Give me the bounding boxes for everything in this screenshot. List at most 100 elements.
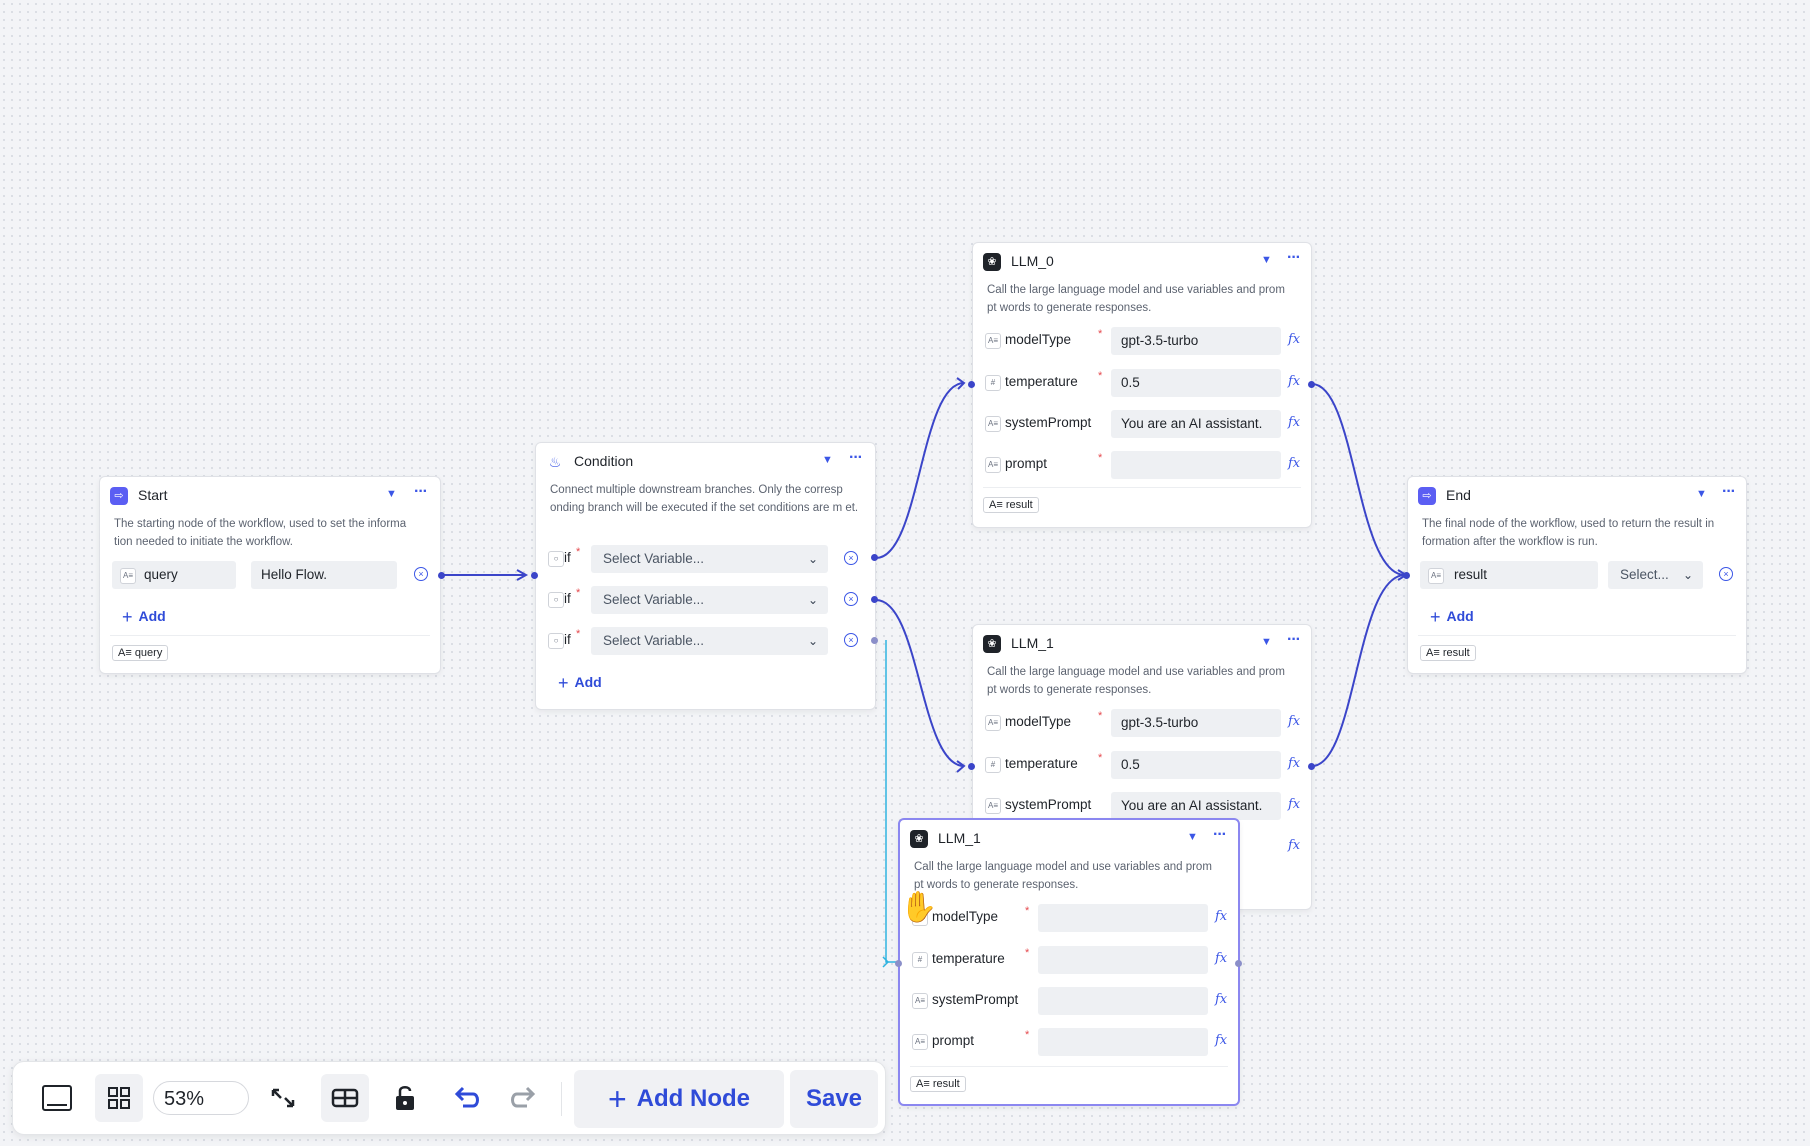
minimap-button[interactable] [33,1074,81,1122]
lock-button[interactable] [381,1074,429,1122]
required-mark: * [576,546,581,558]
required-mark: * [1098,370,1103,382]
grid-toggle-button[interactable] [321,1074,369,1122]
function-icon[interactable]: fx [1215,992,1228,1007]
collapse-chevron-icon[interactable]: ▼ [386,488,397,500]
end-node-header[interactable]: ⇨ End ▼ ··· [1408,477,1746,513]
output-handle[interactable] [438,572,445,579]
param-value-input[interactable] [1038,946,1208,974]
plus-icon: + [607,1081,627,1117]
remove-condition-icon[interactable]: × [844,633,858,647]
param-value-input[interactable]: 0.5 [1111,751,1281,779]
param-value-input[interactable]: Hello Flow. [251,561,397,589]
collapse-chevron-icon[interactable]: ▼ [1696,488,1707,500]
collapse-chevron-icon[interactable]: ▼ [1261,636,1272,648]
condition-label: if [564,632,571,647]
function-icon[interactable]: fx [1288,797,1301,812]
add-node-button[interactable]: +Add Node [574,1070,784,1128]
condition-node[interactable]: ♨ Condition ▼ ··· Connect multiple downs… [531,442,878,710]
param-value-input[interactable]: gpt-3.5-turbo [1111,327,1281,355]
auto-layout-button[interactable] [95,1074,143,1122]
divider [910,1066,1228,1067]
input-handle[interactable] [895,960,902,967]
redo-button[interactable] [501,1074,549,1122]
variable-select[interactable]: Select Variable...⌄ [591,586,828,614]
llm1-copy-node[interactable]: ❀ LLM_1 ▼ ··· Call the large language mo… [895,818,1242,1106]
function-icon[interactable]: fx [1215,1033,1228,1048]
param-value-input[interactable]: gpt-3.5-turbo [1111,709,1281,737]
remove-param-icon[interactable]: × [414,567,428,581]
add-param-button[interactable]: +Add [122,607,166,627]
more-icon[interactable]: ··· [1287,249,1301,266]
branch-handle-icon: ○ [548,592,564,608]
branch-handle[interactable] [871,554,878,561]
llm0-node[interactable]: ❀ LLM_0 ▼ ··· Call the large language mo… [968,242,1315,528]
param-value-input[interactable] [1038,904,1208,932]
function-icon[interactable]: fx [1288,838,1301,853]
node-description: Call the large language model and use va… [987,284,1285,314]
llm1-node-header[interactable]: ❀ LLM_1 ▼ ··· [973,625,1311,661]
function-icon[interactable]: fx [1288,332,1301,347]
param-name-input[interactable]: A≡ query [112,561,236,589]
param-row: A≡ systemPrompt You are an AI assistant.… [981,408,1303,438]
input-handle[interactable] [968,381,975,388]
input-handle[interactable] [968,763,975,770]
llm-icon: ❀ [983,635,1001,653]
fit-view-button[interactable] [259,1074,307,1122]
branch-icon: ♨ [548,454,562,470]
remove-condition-icon[interactable]: × [844,551,858,565]
more-icon[interactable]: ··· [849,449,863,466]
param-value-input[interactable]: You are an AI assistant. [1111,410,1281,438]
input-handle[interactable] [1403,572,1410,579]
param-value-input[interactable] [1038,1028,1208,1056]
string-type-icon: A≡ [985,715,1001,731]
collapse-chevron-icon[interactable]: ▼ [1261,254,1272,266]
remove-condition-icon[interactable]: × [844,592,858,606]
output-handle[interactable] [1235,960,1242,967]
function-icon[interactable]: fx [1288,456,1301,471]
branch-handle[interactable] [871,596,878,603]
param-label: prompt [932,1033,975,1048]
remove-param-icon[interactable]: × [1719,567,1733,581]
function-icon[interactable]: fx [1215,951,1228,966]
param-label: modelType [932,909,999,924]
collapse-chevron-icon[interactable]: ▼ [1187,831,1198,843]
save-button[interactable]: Save [790,1070,878,1128]
variable-select[interactable]: Select Variable...⌄ [591,627,828,655]
undo-button[interactable] [441,1074,489,1122]
function-icon[interactable]: fx [1215,909,1228,924]
more-icon[interactable]: ··· [1287,631,1301,648]
start-node[interactable]: ⇨ Start ▼ ··· The starting node of the w… [99,476,445,674]
llm1-copy-node-header[interactable]: ❀ LLM_1 ▼ ··· [900,820,1238,856]
more-icon[interactable]: ··· [1213,826,1227,843]
param-value-input[interactable] [1111,451,1281,479]
llm0-node-header[interactable]: ❀ LLM_0 ▼ ··· [973,243,1311,279]
variable-select[interactable]: Select Variable...⌄ [591,545,828,573]
add-condition-button[interactable]: +Add [558,673,602,693]
more-icon[interactable]: ··· [1722,483,1736,500]
param-value-input[interactable] [1038,987,1208,1015]
more-icon[interactable]: ··· [414,483,428,500]
start-node-header[interactable]: ⇨ Start ▼ ··· [100,477,440,513]
condition-node-header[interactable]: ♨ Condition ▼ ··· [536,443,875,479]
add-param-button[interactable]: +Add [1430,607,1474,627]
input-handle[interactable] [531,572,538,579]
branch-handle-icon: ○ [548,551,564,567]
branch-handle[interactable] [871,637,878,644]
output-handle[interactable] [1308,763,1315,770]
collapse-chevron-icon[interactable]: ▼ [822,454,833,466]
function-icon[interactable]: fx [1288,756,1301,771]
zoom-input[interactable]: 53% [153,1081,249,1115]
output-handle[interactable] [1308,381,1315,388]
param-value-input[interactable]: 0.5 [1111,369,1281,397]
function-icon[interactable]: fx [1288,415,1301,430]
param-value-input[interactable]: You are an AI assistant. [1111,792,1281,820]
function-icon[interactable]: fx [1288,714,1301,729]
result-select[interactable]: Select...⌄ [1608,561,1703,589]
param-row: # temperature * fx [908,944,1230,974]
param-label: systemPrompt [932,992,1019,1007]
param-name-input[interactable]: A≡ result [1420,561,1598,589]
function-icon[interactable]: fx [1288,374,1301,389]
end-node[interactable]: ⇨ End ▼ ··· The final node of the workfl… [1403,476,1747,674]
node-title: LLM_0 [1011,253,1054,269]
